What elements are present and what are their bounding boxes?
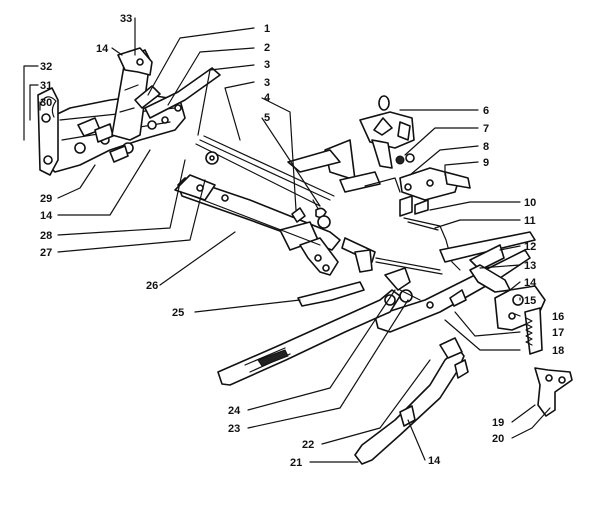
callout-17: 17	[552, 327, 564, 339]
hinge-link	[341, 237, 443, 275]
slide-bar-assembly	[174, 174, 341, 276]
callout-9: 9	[483, 157, 489, 169]
callout-28: 28	[40, 230, 52, 242]
callout-4: 4	[264, 92, 271, 104]
spring-plate	[384, 267, 421, 303]
callout-7: 7	[483, 123, 489, 135]
callout-31: 31	[40, 80, 52, 92]
callout-14: 14	[40, 210, 53, 222]
callout-5: 5	[264, 112, 270, 124]
callout-19: 19	[492, 417, 504, 429]
callout-1: 1	[264, 23, 270, 35]
callout-2: 2	[264, 42, 270, 54]
callout-8: 8	[483, 141, 489, 153]
upright-bracket	[111, 47, 161, 141]
callout-29: 29	[40, 193, 52, 205]
callout-32: 32	[40, 61, 52, 73]
callout-14: 14	[428, 455, 441, 467]
callout-numbers: 33 14 1 2 3 3 4 5 32 31 30 6 7 8 9 29 14…	[40, 13, 564, 469]
callout-30: 30	[40, 97, 52, 109]
hook-part	[534, 367, 573, 417]
callout-12: 12	[524, 241, 536, 253]
angled-plate	[144, 67, 221, 124]
callout-11: 11	[524, 215, 536, 227]
small-screws	[291, 199, 331, 229]
callout-3: 3	[264, 59, 270, 71]
callout-14: 14	[96, 43, 109, 55]
callout-26: 26	[146, 280, 158, 292]
callout-14: 14	[524, 277, 537, 289]
leader-lines	[23, 17, 551, 463]
callout-27: 27	[40, 247, 52, 259]
bottom-lever	[354, 337, 469, 465]
callout-6: 6	[483, 105, 489, 117]
callout-15: 15	[524, 295, 536, 307]
callout-23: 23	[228, 423, 240, 435]
callout-33: 33	[120, 13, 132, 25]
wire-link	[403, 217, 461, 271]
lever-arm	[297, 281, 365, 307]
ratchet-bar	[524, 307, 543, 355]
upper-right-assembly	[287, 95, 471, 217]
main-lever	[374, 231, 536, 333]
callout-21: 21	[290, 457, 302, 469]
callout-22: 22	[302, 439, 314, 451]
callout-24: 24	[228, 405, 241, 417]
long-lever	[217, 289, 401, 386]
callout-10: 10	[524, 197, 536, 209]
callout-18: 18	[552, 345, 564, 357]
rods	[195, 135, 335, 207]
callout-25: 25	[172, 307, 184, 319]
callout-20: 20	[492, 433, 504, 445]
callout-13: 13	[524, 260, 536, 272]
callout-16: 16	[552, 311, 564, 323]
callout-3: 3	[264, 77, 270, 89]
